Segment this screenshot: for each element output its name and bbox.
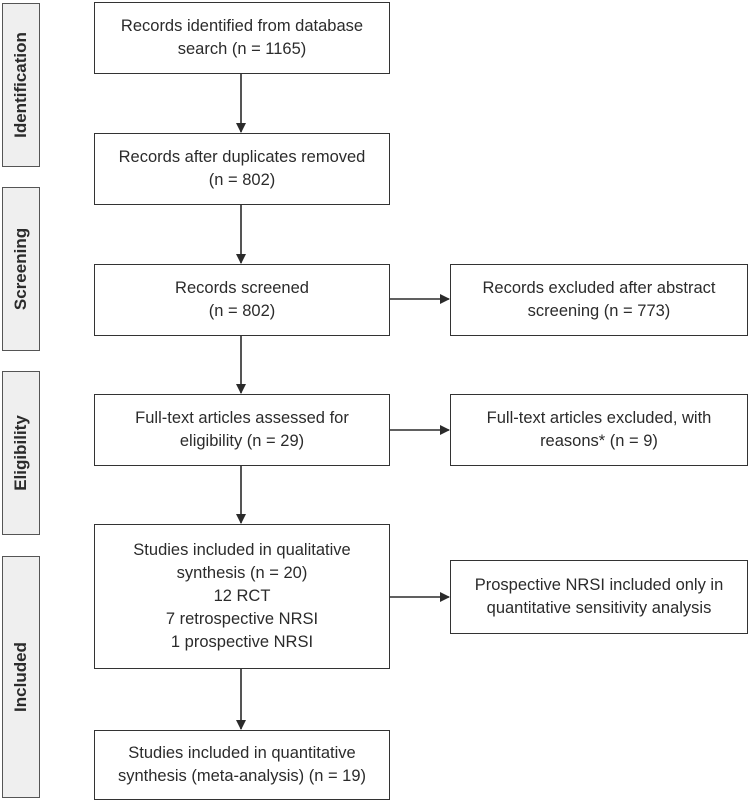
box-line: synthesis (meta-analysis) (n = 19) — [117, 767, 367, 785]
box-line: Records screened — [175, 279, 309, 297]
box-fulltext-excluded: Full-text articles excluded, with reason… — [450, 394, 748, 466]
box-records-excluded-abstract: Records excluded after abstract screenin… — [450, 264, 748, 336]
box-line: Full-text articles excluded, with — [486, 409, 712, 427]
box-fulltext-assessed: Full-text articles assessed for eligibil… — [94, 394, 390, 466]
stage-eligibility-label: Eligibility — [11, 415, 30, 491]
stage-included-label: Included — [11, 642, 30, 712]
box-line: eligibility (n = 29) — [179, 432, 305, 450]
box-line: reasons* (n = 9) — [540, 432, 658, 450]
box-line: Records after duplicates removed — [118, 148, 366, 166]
box-prospective-only: Prospective NRSI included only in quanti… — [450, 560, 748, 634]
box-line: screening (n = 773) — [527, 302, 671, 320]
box-duplicates-removed: Records after duplicates removed (n = 80… — [94, 133, 390, 205]
box-line: 7 retrospective NRSI — [165, 610, 319, 628]
box-line: 12 RCT — [213, 587, 271, 605]
box-line: Studies included in quantitative — [128, 744, 356, 762]
box-line: Full-text articles assessed for — [135, 409, 349, 427]
box-records-screened: Records screened (n = 802) — [94, 264, 390, 336]
stage-eligibility: Eligibility — [2, 371, 40, 535]
box-line: (n = 802) — [208, 171, 276, 189]
stage-screening-label: Screening — [11, 227, 31, 311]
box-line: Studies included in qualitative — [133, 541, 351, 559]
box-qualitative-synthesis: Studies included in qualitative synthesi… — [94, 524, 390, 669]
box-line: synthesis (n = 20) — [176, 564, 308, 582]
box-records-identified: Records identified from database search … — [94, 2, 390, 74]
box-line: Records excluded after abstract — [482, 279, 716, 297]
box-line: (n = 802) — [208, 302, 276, 320]
stage-screening: Screening — [2, 187, 40, 351]
stage-included: Included — [2, 556, 40, 798]
box-line: 1 prospective NRSI — [170, 633, 314, 651]
box-quantitative-synthesis: Studies included in quantitative synthes… — [94, 730, 390, 800]
box-line: Records identified from database — [120, 17, 364, 35]
stage-identification-label: Identification — [11, 32, 30, 138]
stage-identification: Identification — [2, 3, 40, 167]
box-line: search (n = 1165) — [177, 40, 307, 58]
box-line: Prospective NRSI included only in — [474, 576, 724, 594]
box-line: quantitative sensitivity analysis — [486, 599, 712, 617]
